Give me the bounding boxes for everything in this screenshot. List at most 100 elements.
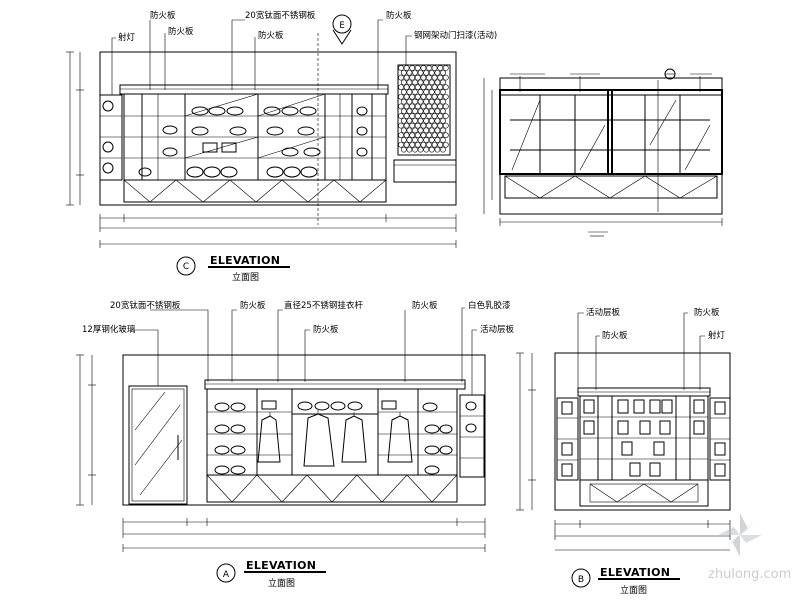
mesh-cell [426,103,432,110]
mesh-cell [400,117,407,124]
callout-fire-panel: 防火板 [258,30,284,41]
mesh-cell [400,146,407,153]
mesh-cell [428,117,435,124]
mesh-cell [412,117,418,124]
mesh-cell [442,84,449,91]
elevation-subtitle: 立面图 [232,271,259,283]
mesh-cell [431,65,438,71]
mesh-cell [428,98,435,105]
shoe-products [102,100,368,178]
mesh-cell [406,89,413,95]
section-marker-e: E [317,14,352,225]
mesh-cell [423,98,430,105]
mesh-cell [420,141,427,148]
mesh-cell [431,141,438,148]
mesh-cell [431,132,438,139]
mesh-cell [420,132,427,139]
mesh-cell [414,93,421,100]
mesh-cell [423,69,430,76]
mesh-cell [442,103,449,110]
callout-fire-panel: 防火板 [694,307,720,318]
mesh-cell [434,108,441,115]
mesh-cell [406,146,413,153]
mesh-cell [437,74,444,81]
mesh-cell [400,127,407,134]
hanging-garments [257,410,413,467]
mesh-cell [400,108,407,115]
mesh-cell [403,74,410,81]
mesh-cell [423,137,430,143]
mesh-cell [409,103,416,110]
mesh-cell [400,69,407,76]
mesh-cell [412,89,418,95]
mesh-cell [403,141,410,148]
elevation-subtitle: 立面图 [268,577,295,589]
mesh-cell [440,117,446,124]
callout-steel-strip: 20宽钛面不锈钢板 [245,10,316,21]
elevation-bubble: C [183,262,189,272]
callout-spot-light: 射灯 [708,330,726,341]
mesh-cell [398,141,404,148]
mesh-cell [403,113,410,119]
mesh-cell [428,146,435,153]
mesh-cell [440,79,446,86]
mesh-cell [434,69,441,76]
mesh-cell [412,146,418,153]
mesh-cell [409,65,416,71]
mesh-cell [414,65,421,71]
mesh-cell [442,141,449,148]
mesh-cell [423,117,430,124]
shirt-products [561,399,726,477]
mesh-panel [397,64,451,156]
mesh-cell [426,84,432,91]
mesh-cell [409,93,416,100]
mesh-cell [423,79,430,86]
mesh-cell [437,84,444,91]
mesh-cell [431,93,438,100]
mesh-cell [398,74,404,81]
mesh-cell [431,113,438,119]
mesh-cell [442,93,449,100]
callout-spot-light: 射灯 [118,32,136,43]
mesh-cell [414,74,421,81]
mesh-cell [417,89,424,95]
mesh-cell [437,141,444,148]
mesh-cell [428,89,435,95]
elevation-b: 活动层板 防火板 防火板 射灯 B ELEVATION 立面图 [516,307,731,596]
mesh-cell [437,113,444,119]
mesh-cell [403,84,410,91]
mesh-cell [414,113,421,119]
mesh-cell [442,132,449,139]
elevation-c: E 防火板 20宽钛面不锈钢板 防火板 射灯 防火板 防火板 钢网架动门扫漆(活… [66,10,497,283]
mesh-cell [406,98,413,105]
mesh-cell [417,69,424,76]
mesh-cell [417,146,424,153]
callout-leaders-a [130,307,477,395]
callout-fire-panel: 防火板 [386,10,412,21]
mesh-cell [409,132,416,139]
mesh-cell [440,137,446,143]
mesh-cell [403,65,410,71]
elevation-a: 20宽钛面不锈钢板 防火板 直径25不锈钢挂衣杆 防火板 白色乳胶漆 12厚钢化… [76,300,515,589]
elevation-subtitle: 立面图 [620,584,647,596]
mesh-cell [440,146,446,153]
mesh-cell [417,98,424,105]
mesh-cell [426,141,432,148]
mesh-cell [428,108,435,115]
mesh-cell [398,93,404,100]
mesh-cell [403,122,410,129]
mesh-cell [426,74,432,81]
mesh-cell [434,98,441,105]
mesh-cell [423,146,430,153]
mesh-cell [414,103,421,110]
mesh-cell [428,69,435,76]
callout-hanging-rod: 直径25不锈钢挂衣杆 [284,300,363,311]
base-drawer-diagonals [123,179,387,203]
mesh-cell [431,84,438,91]
mesh-cell [420,93,427,100]
mesh-cell [426,122,432,129]
mesh-cell [420,74,427,81]
mesh-cell [409,141,416,148]
mesh-cell [400,98,407,105]
mesh-cell [426,65,432,71]
